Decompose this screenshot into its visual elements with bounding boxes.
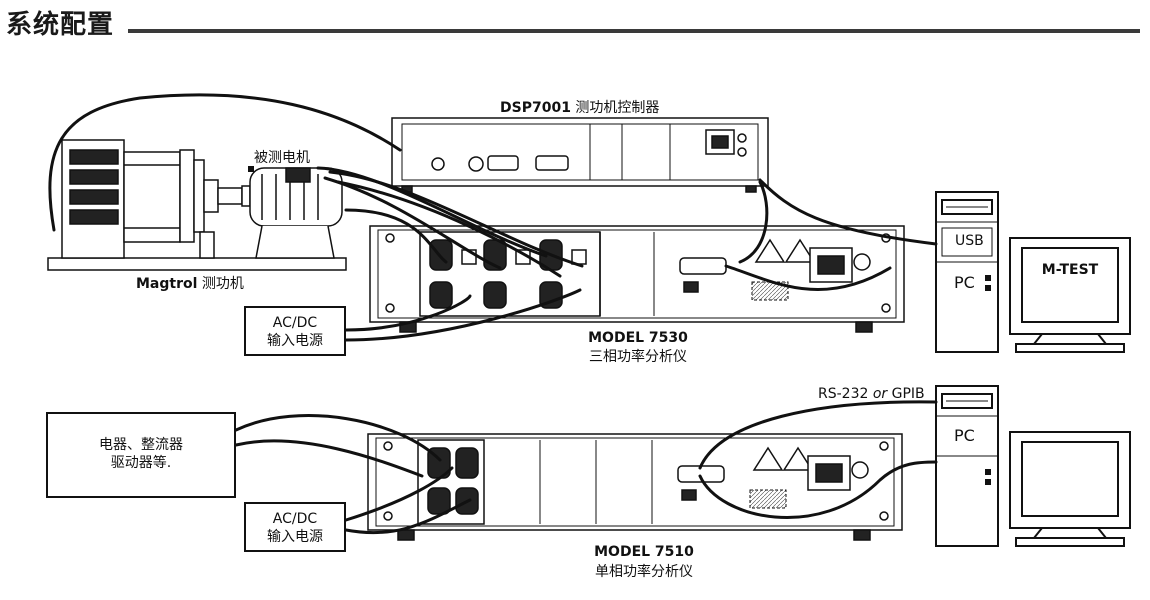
dsp7001-controller-illustration [391,117,769,193]
m-test-screen-label: M-TEST [1041,262,1099,278]
interface-label: RS-232 or GPIB [818,386,925,403]
model-7530-desc: 三相功率分析仪 [589,349,687,365]
dsp7001-desc: 测功机控制器 [570,100,660,116]
acdc-bottom-line1: AC/DC [272,511,318,527]
acdc-top-line2: 输入电源 [267,333,323,349]
pc-top-label: PC [954,273,975,292]
model-7530-title: MODEL 7530 [588,330,688,346]
title-rule [128,29,1140,33]
pc-tower-bottom-illustration [935,385,999,547]
acdc-bottom-line2: 输入电源 [267,529,323,545]
usb-port-label: USB [955,233,984,249]
dynamometer-label: Magtrol 测功机 [136,276,244,293]
dynamometer-illustration [47,139,347,271]
acdc-input-top-box: AC/DC 输入电源 [244,306,346,356]
interface-gpib: GPIB [887,386,925,402]
motor-terminal [248,166,254,172]
monitor-top-illustration [1009,237,1131,353]
pc-bottom-label: PC [954,426,975,445]
monitor-bottom-illustration [1009,431,1131,547]
acdc-input-bottom-box: AC/DC 输入电源 [244,502,346,552]
pc-tower-top-illustration [935,191,999,353]
device-line1: 电器、整流器 [99,437,183,453]
model-7510-title: MODEL 7510 [594,544,694,560]
interface-rs232: RS-232 [818,386,873,402]
device-line2: 驱动器等. [110,455,172,471]
dsp7001-label: DSP7001 测功机控制器 [500,100,659,117]
motor-under-test-label: 被测电机 [254,150,310,166]
model-7510-desc: 单相功率分析仪 [595,564,693,580]
device-under-test-box: 电器、整流器 驱动器等. [46,412,236,498]
interface-or: or [872,386,888,402]
dynamometer-brand: Magtrol [136,276,198,292]
model-7510-illustration [367,433,903,541]
dynamometer-desc: 测功机 [197,276,244,292]
motor-illustration [241,167,343,259]
cables [48,93,938,535]
dsp7001-model: DSP7001 [500,100,571,116]
page-title: 系统配置 [6,10,115,40]
model-7530-illustration [369,225,905,333]
acdc-top-line1: AC/DC [272,315,318,331]
